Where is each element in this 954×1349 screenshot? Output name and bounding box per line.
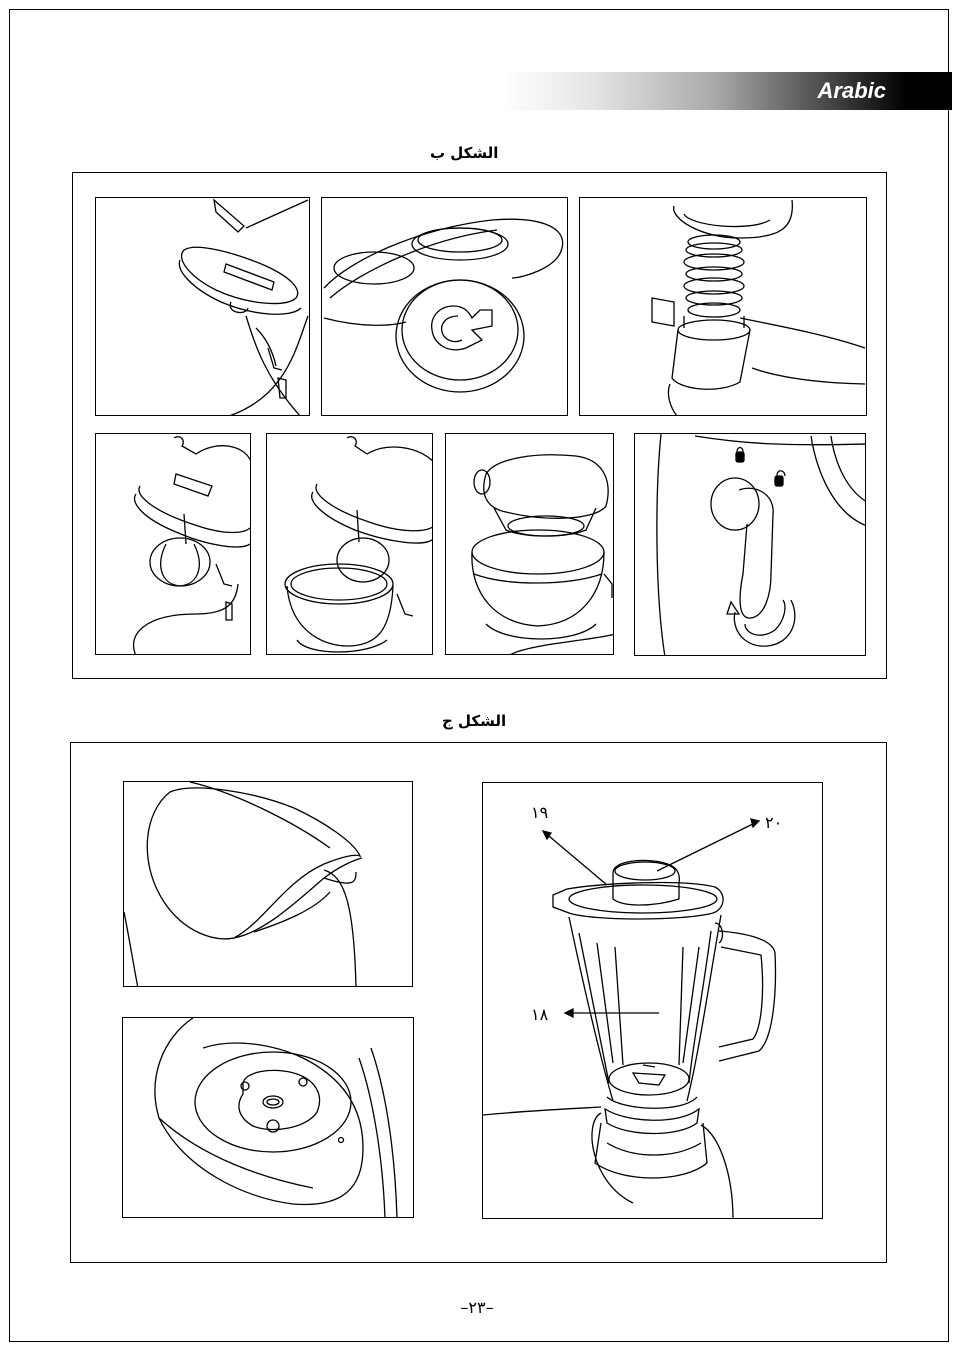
figure-b-panel-lock-lever bbox=[634, 433, 866, 656]
blender-socket-icon bbox=[123, 1018, 414, 1218]
figure-b-panel-bowl-insert bbox=[266, 433, 433, 655]
figure-c-panel-blender-jug: ١٩ ٢٠ ١٨ bbox=[482, 782, 823, 1219]
callout-19: ١٩ bbox=[531, 803, 548, 822]
callout-18: ١٨ bbox=[531, 1005, 548, 1024]
figure-b-panel-head-lift bbox=[95, 197, 310, 416]
figure-b-panel-drive-shaft bbox=[579, 197, 867, 416]
beater-attach-icon bbox=[96, 434, 251, 655]
socket-cover-icon bbox=[124, 782, 413, 987]
figure-c-panel-blender-socket bbox=[122, 1017, 414, 1218]
head-lowered-icon bbox=[446, 434, 614, 655]
callout-20: ٢٠ bbox=[765, 813, 782, 832]
lock-lever-icon bbox=[635, 434, 866, 656]
speed-socket-icon bbox=[322, 198, 568, 416]
figure-b-panel-head-lowered bbox=[445, 433, 614, 655]
figure-c-caption: الشكل ج bbox=[442, 712, 506, 730]
blender-jug-icon bbox=[483, 783, 823, 1219]
language-banner: Arabic bbox=[500, 72, 952, 110]
language-label: Arabic bbox=[818, 78, 886, 104]
bowl-insert-icon bbox=[267, 434, 433, 655]
head-lift-icon bbox=[96, 198, 310, 416]
figure-b-panel-beater-attach bbox=[95, 433, 251, 655]
page-number: –٢٣– bbox=[0, 1298, 954, 1317]
figure-b-caption: الشكل ب bbox=[430, 144, 498, 162]
figure-b-panel-speed-socket bbox=[321, 197, 568, 416]
drive-shaft-icon bbox=[580, 198, 867, 416]
figure-c-frame: ١٩ ٢٠ ١٨ bbox=[70, 742, 887, 1263]
figure-c-panel-socket-cover bbox=[123, 781, 413, 987]
figure-b-frame bbox=[72, 172, 887, 679]
